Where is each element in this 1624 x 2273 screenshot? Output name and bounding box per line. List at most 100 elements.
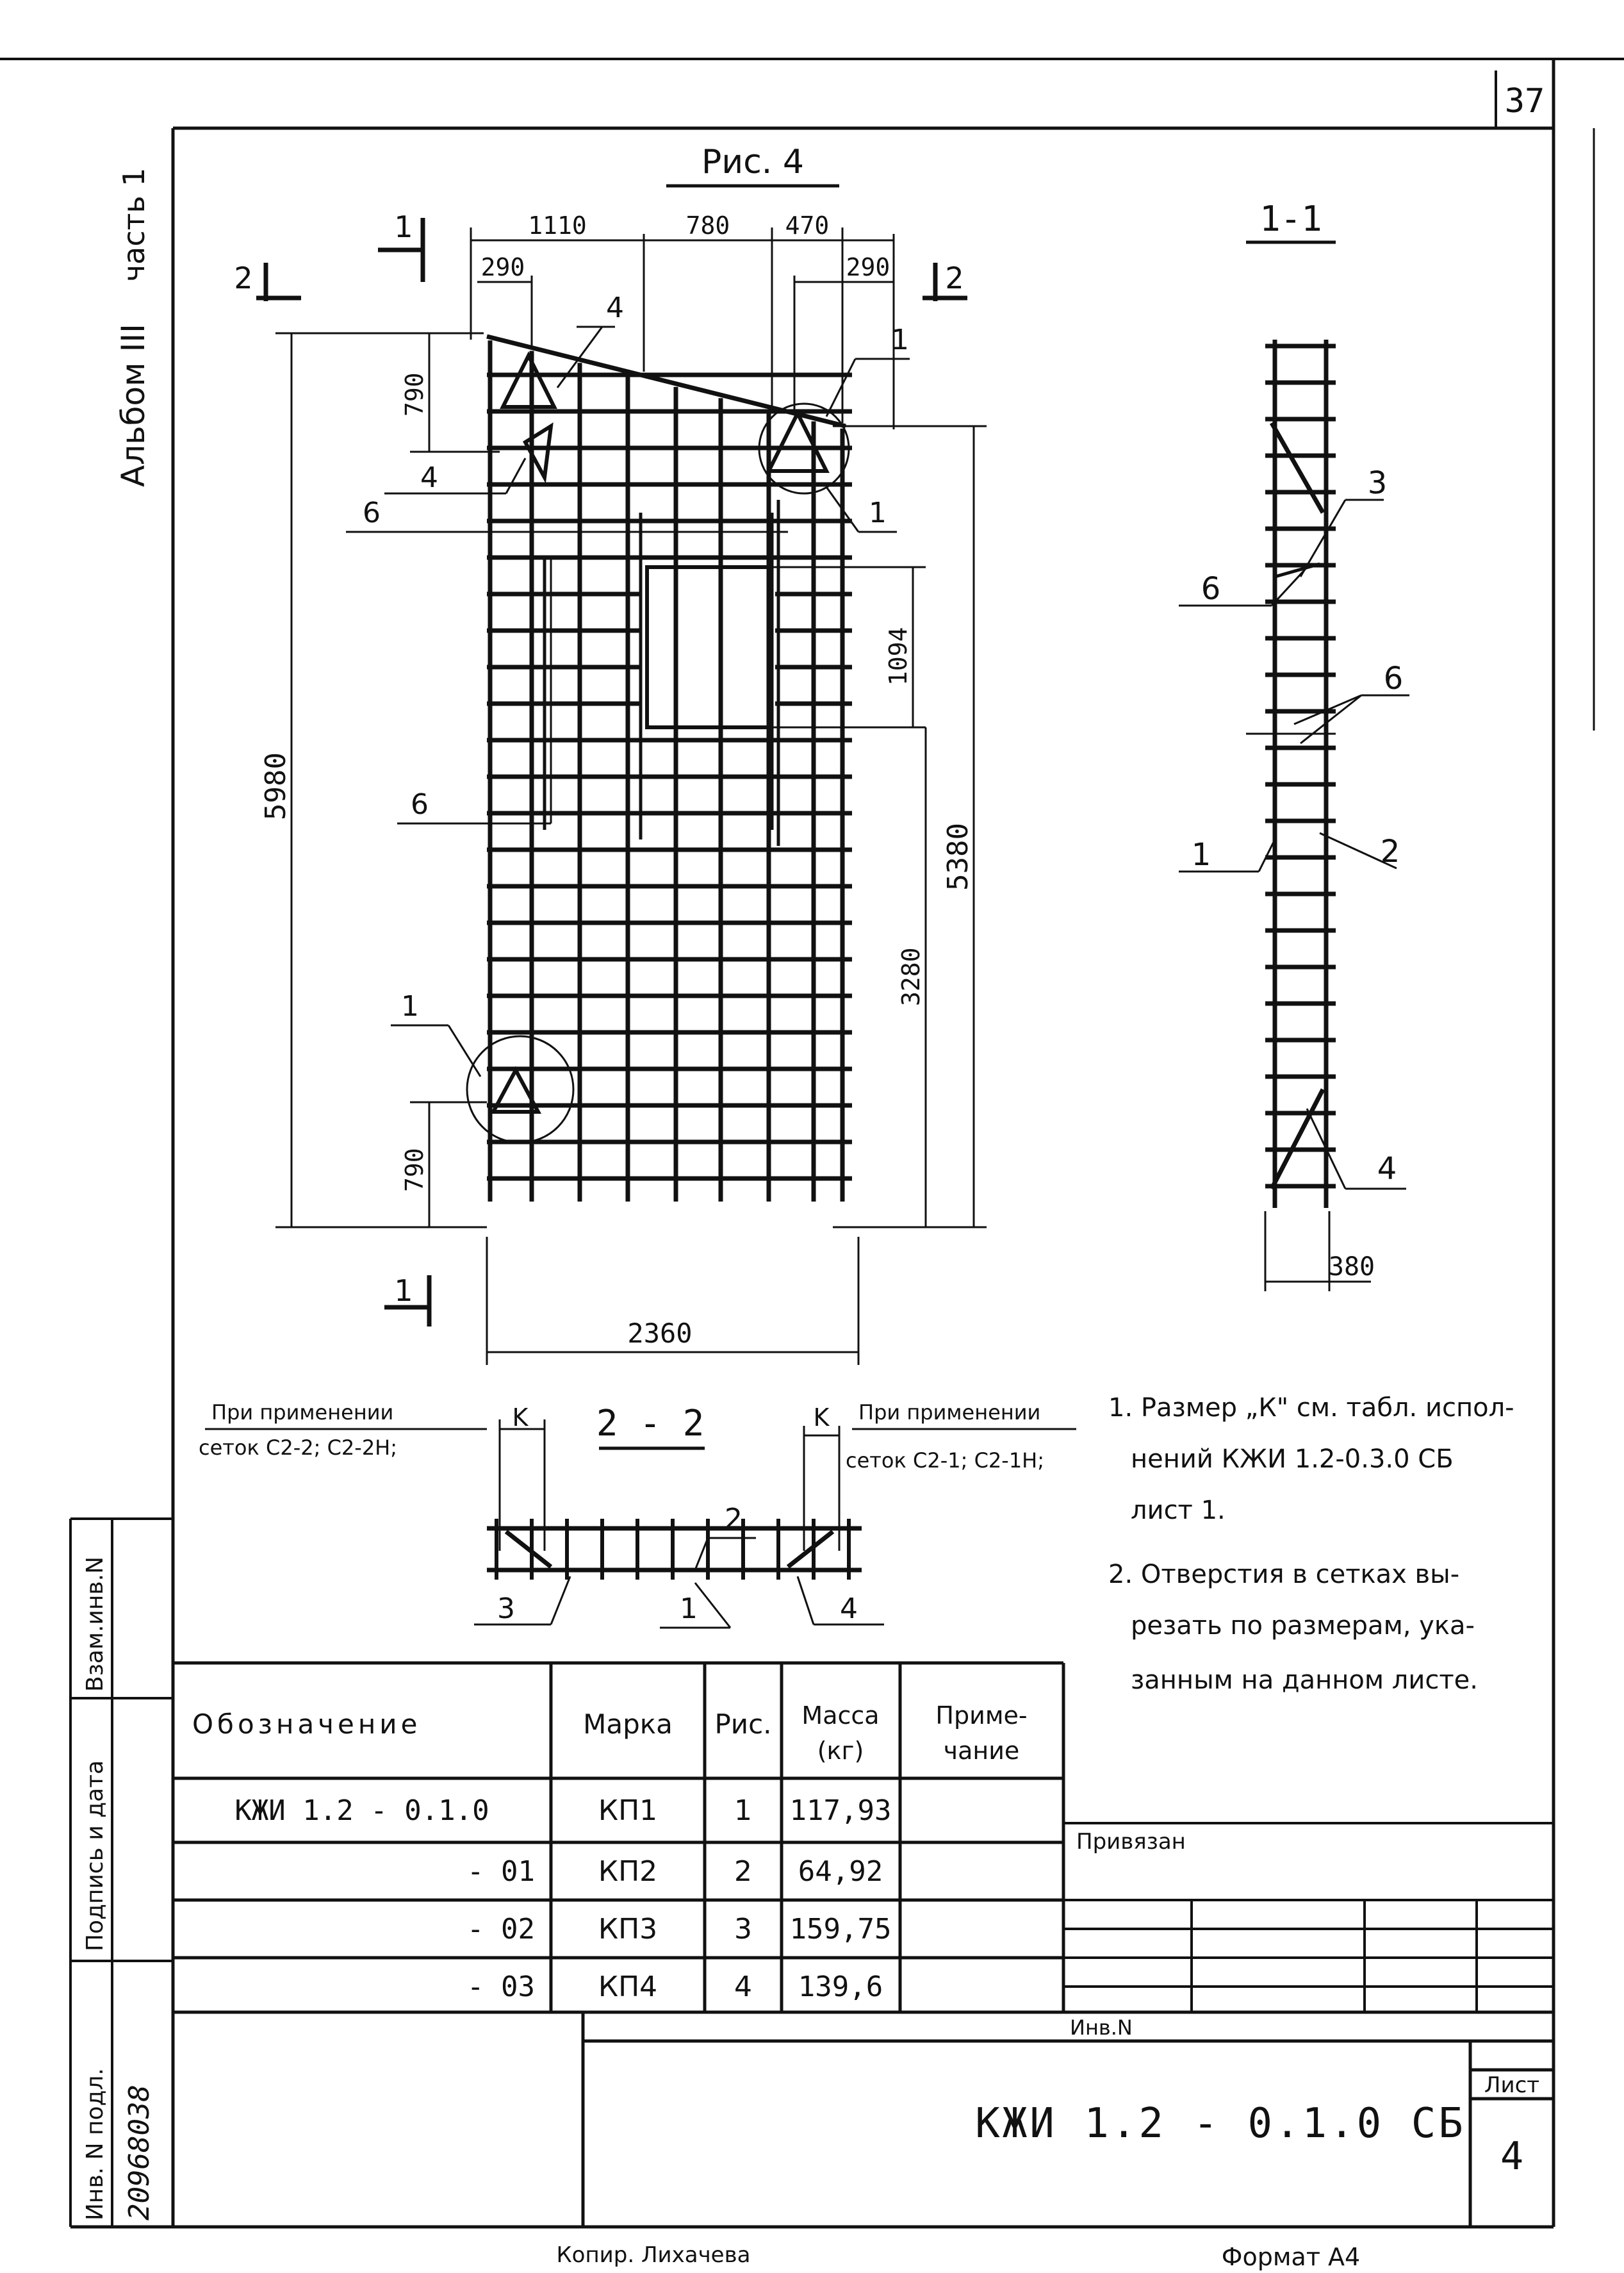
mesh-weld-dot bbox=[824, 914, 830, 920]
section-callout-6-a: 6 bbox=[1201, 571, 1221, 607]
mesh-weld-dot bbox=[590, 804, 596, 810]
section-weld-dot bbox=[712, 1560, 719, 1567]
dim-790-bottom: 790 bbox=[400, 1148, 429, 1192]
section-weld-dot bbox=[1310, 1066, 1316, 1072]
spec-table-rows: КЖИ 1.2 - 0.1.0 КП1 1 117,93 - 01 КП2 2 … bbox=[234, 1794, 891, 2003]
mesh-weld-dot bbox=[686, 877, 692, 883]
mesh-weld-dot bbox=[731, 914, 737, 920]
section-weld-dot bbox=[1281, 1102, 1288, 1109]
mesh-weld-dot bbox=[638, 1060, 644, 1066]
spec-table-grid bbox=[173, 1661, 1554, 2014]
hdr-mass-unit: (кг) bbox=[817, 1737, 864, 1765]
note-right-line2: сеток С2-1; С2-1Н; bbox=[846, 1448, 1044, 1473]
row-fig: 2 bbox=[734, 1855, 752, 1888]
table-row: - 03 КП4 4 139,6 bbox=[467, 1971, 883, 2003]
sheet-frame bbox=[0, 58, 1624, 2229]
section-weld-dot bbox=[853, 1560, 860, 1567]
row-designation: - 01 bbox=[467, 1855, 535, 1888]
cut-mark-1-top: 1 bbox=[394, 210, 413, 244]
section-weld-dot bbox=[1281, 1175, 1288, 1182]
mesh-weld-dot bbox=[686, 1096, 692, 1102]
hdr-designation: Обозначение bbox=[192, 1708, 421, 1740]
note-left-line2: сеток С2-2; С2-2Н; bbox=[199, 1435, 397, 1460]
dim-290-right: 290 bbox=[846, 253, 890, 281]
k-right: K bbox=[814, 1403, 830, 1432]
hdr-note: Приме- bbox=[935, 1701, 1027, 1730]
row-designation: - 03 bbox=[467, 1971, 535, 2003]
mesh-weld-dot bbox=[500, 512, 506, 518]
section-1-1-view bbox=[1265, 340, 1336, 1208]
section-weld-dot bbox=[571, 1560, 578, 1567]
dim-470: 470 bbox=[785, 211, 830, 240]
dim-3280: 3280 bbox=[897, 947, 925, 1006]
section-weld-dot bbox=[1310, 993, 1316, 999]
section-weld-dot bbox=[818, 1519, 824, 1526]
mesh-weld-dot bbox=[686, 512, 692, 518]
section-weld-dot bbox=[536, 1519, 543, 1526]
section-callout-6-b: 6 bbox=[1384, 661, 1404, 697]
dim-5980: 5980 bbox=[259, 752, 292, 820]
section-diagonal bbox=[1274, 562, 1320, 579]
mesh-weld-dot bbox=[500, 731, 506, 737]
dim-290-left: 290 bbox=[481, 253, 525, 281]
mesh-panel bbox=[487, 340, 858, 1202]
mesh-weld-dot bbox=[686, 731, 692, 737]
section-weld-dot bbox=[748, 1519, 754, 1526]
mesh-weld-dot bbox=[731, 1133, 737, 1139]
note-line-1: 1. Размер „К" см. табл. испол- bbox=[1108, 1393, 1514, 1423]
mesh-weld-dot bbox=[779, 950, 785, 956]
sheet-label: Лист bbox=[1484, 2072, 1539, 2098]
section-weld-dot bbox=[1310, 408, 1316, 415]
section-weld-dot bbox=[1281, 956, 1288, 963]
mesh-weld-dot bbox=[853, 1096, 858, 1102]
mesh-weld-dot bbox=[731, 1060, 737, 1066]
mesh-weld-dot bbox=[779, 877, 785, 883]
section22-callout-3: 3 bbox=[497, 1592, 515, 1625]
mesh-weld-dot bbox=[500, 439, 506, 445]
dim-1094: 1094 bbox=[884, 627, 912, 686]
inv-podl-label: Инв. N подл. bbox=[82, 2068, 108, 2220]
mesh-weld-dot bbox=[731, 475, 737, 481]
section-weld-dot bbox=[677, 1519, 684, 1526]
mesh-weld-dot bbox=[500, 1170, 506, 1175]
title-block-grid bbox=[581, 1822, 1554, 2227]
mesh-weld-dot bbox=[853, 804, 858, 810]
mesh-weld-dot bbox=[638, 841, 644, 847]
inv-number: 20968038 bbox=[123, 2085, 156, 2220]
section-callout-4: 4 bbox=[1377, 1151, 1397, 1187]
mesh-weld-dot bbox=[853, 512, 858, 518]
section-1-1-title: 1-1 bbox=[1259, 199, 1322, 239]
mesh-weld-dot bbox=[824, 841, 830, 847]
vzam-inv-label: Взам.инв.N bbox=[82, 1557, 108, 1692]
mesh-weld-dot bbox=[542, 1060, 548, 1066]
opening-outline bbox=[645, 565, 771, 729]
row-mark: КП2 bbox=[598, 1855, 657, 1888]
hdr-mark: Марка bbox=[583, 1708, 673, 1740]
section-weld-dot bbox=[501, 1560, 507, 1567]
mesh-weld-dot bbox=[590, 1023, 596, 1029]
mesh-weld-dot bbox=[500, 585, 506, 591]
mesh-weld-dot bbox=[686, 439, 692, 445]
mesh-weld-dot bbox=[638, 987, 644, 993]
section-weld-dot bbox=[1310, 1139, 1316, 1145]
mesh-weld-dot bbox=[590, 658, 596, 664]
table-row: КЖИ 1.2 - 0.1.0 КП1 1 117,93 bbox=[234, 1794, 891, 1827]
cut-mark-2-left: 2 bbox=[234, 261, 252, 295]
mesh-weld-dot bbox=[824, 549, 830, 554]
mesh-weld-dot bbox=[590, 731, 596, 737]
mesh-weld-dot bbox=[500, 658, 506, 664]
callout-6-lower: 6 bbox=[411, 788, 429, 821]
mesh-weld-dot bbox=[638, 914, 644, 920]
section-2-2-title: 2 - 2 bbox=[596, 1403, 705, 1444]
callout-1-left: 1 bbox=[401, 990, 419, 1023]
mesh-weld-dot bbox=[686, 804, 692, 810]
mesh-weld-dot bbox=[853, 658, 858, 664]
k-left: K bbox=[513, 1403, 529, 1432]
section-weld-dot bbox=[1310, 700, 1316, 707]
section-weld-dot bbox=[1310, 481, 1316, 488]
cut-marks bbox=[256, 218, 967, 1327]
mesh-weld-dot bbox=[853, 950, 858, 956]
mesh-weld-dot bbox=[853, 585, 858, 591]
mesh-weld-dot bbox=[500, 950, 506, 956]
note-line-3: лист 1. bbox=[1131, 1496, 1226, 1525]
